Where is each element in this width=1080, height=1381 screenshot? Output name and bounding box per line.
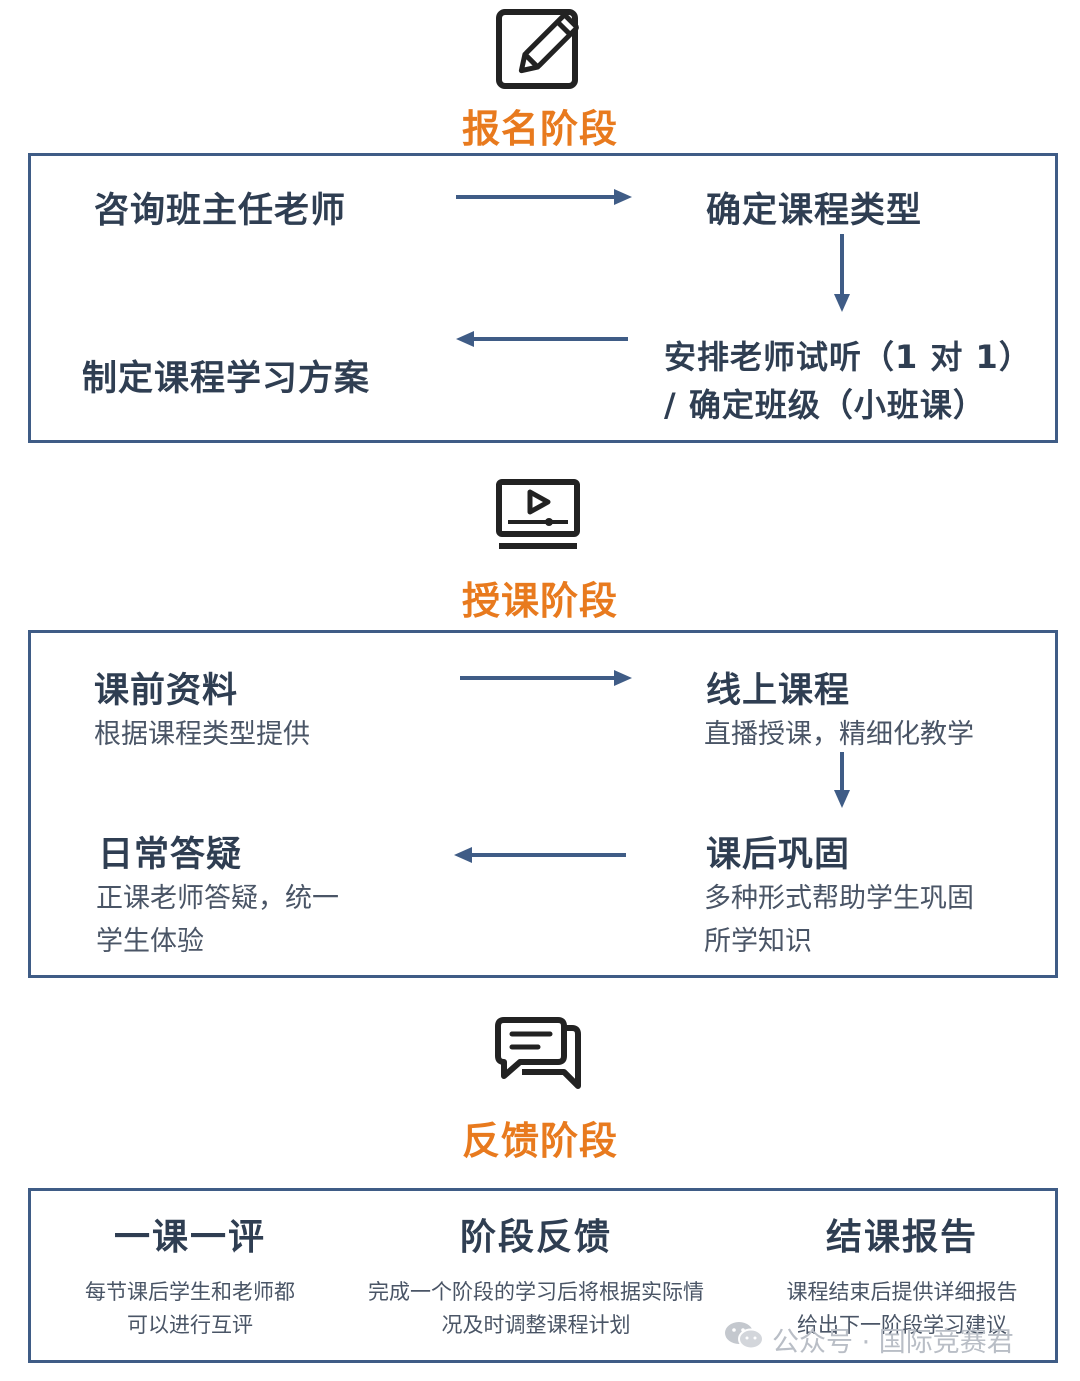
step-consult-teacher: 咨询班主任老师 [94,191,347,231]
arrow-left [450,844,630,870]
stage-title-signup: 报名阶段 [461,107,618,151]
wechat-logo-icon [722,1318,766,1352]
step-prep-materials-title: 课前资料 [94,671,239,711]
feedback-item-desc-line2: 况及时调整课程计划 [441,1313,631,1337]
step-daily-qa-desc-line2: 学生体验 [96,926,204,957]
signup-stage-box [28,153,1058,443]
arrow-right [456,186,636,212]
step-study-plan: 制定课程学习方案 [82,359,371,399]
step-daily-qa-title: 日常答疑 [98,835,243,875]
step-trial-line1: 安排老师试听（1 对 1） [664,338,1032,376]
step-online-course-desc: 直播授课，精细化教学 [704,719,974,750]
feedback-item-per-lesson: 一课一评 每节课后学生和老师都 可以进行互评 [50,1208,330,1342]
feedback-item-desc-line2: 给出下一阶段学习建议 [797,1313,1007,1337]
chat-bubbles-icon [494,1014,584,1094]
step-daily-qa-desc-line1: 正课老师答疑，统一 [96,883,339,914]
pencil-square-icon [494,8,584,90]
feedback-item-title: 阶段反馈 [459,1217,612,1258]
stage-title-feedback: 反馈阶段 [461,1119,618,1163]
step-online-course-title: 线上课程 [706,671,851,711]
feedback-item-desc-line1: 课程结束后提供详细报告 [786,1280,1018,1304]
arrow-down [831,234,853,320]
feedback-item-desc-line1: 每节课后学生和老师都 [85,1280,295,1304]
feedback-item-title: 一课一评 [113,1217,266,1258]
watermark-text: 公众号 · 国际竞赛君 [772,1327,1014,1358]
arrow-right [460,667,640,693]
arrow-left [452,328,632,354]
teaching-stage-box [28,630,1058,978]
feedback-item-desc-line2: 可以进行互评 [127,1313,253,1337]
step-prep-materials-desc: 根据课程类型提供 [94,719,310,750]
step-after-class-review-desc-line2: 所学知识 [704,926,812,957]
feedback-item-desc-line1: 完成一个阶段的学习后将根据实际情 [368,1280,704,1304]
video-player-icon [494,478,584,554]
step-trial-line2: / 确定班级（小班课） [664,386,986,424]
step-after-class-review-title: 课后巩固 [706,835,851,875]
stage-title-teaching: 授课阶段 [461,579,618,623]
feedback-item-stage: 阶段反馈 完成一个阶段的学习后将根据实际情 况及时调整课程计划 [336,1208,736,1342]
step-after-class-review-desc-line1: 多种形式帮助学生巩固 [704,883,974,914]
feedback-item-final-report: 结课报告 课程结束后提供详细报告 给出下一阶段学习建议 [752,1208,1052,1342]
feedback-stage-box [28,1188,1058,1363]
step-course-type: 确定课程类型 [706,191,923,231]
feedback-item-title: 结课报告 [825,1217,978,1258]
arrow-down [831,752,853,816]
